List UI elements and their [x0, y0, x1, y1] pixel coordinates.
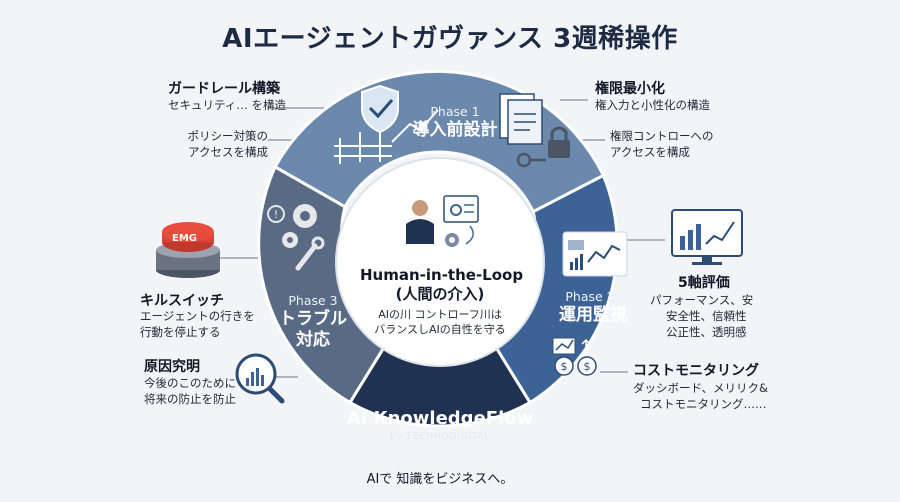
center-sub-line1: AIの川 コントローフ川は: [378, 308, 502, 321]
phase2-label: Phase 2: [565, 289, 615, 304]
page-title: AIエージェントガヴァンス 3週稀操作: [222, 24, 678, 54]
rootcause-title: 原因究明: [144, 359, 200, 375]
rootcause-line2: 将来の防止を防止: [144, 392, 236, 406]
access-line2: アクセスを構成: [610, 145, 690, 159]
killswitch-line1: エージェントの行きを: [140, 309, 255, 323]
guardrail-fence-icon: [334, 109, 439, 164]
axes-line2: 安全性、信頼性: [666, 309, 747, 323]
phase2-name: 運用監視: [559, 305, 627, 325]
phase3-name-line2: 対応: [296, 330, 330, 350]
brand-by: by TECHNODIGITAL: [390, 431, 490, 442]
svg-text:$: $: [584, 360, 591, 373]
axes-line1: パフォーマンス、安: [650, 293, 754, 307]
guardrail-title: ガードレール構築: [168, 81, 280, 97]
phase3-label: Phase 3: [288, 293, 338, 308]
guardrail-sub: セキュリティ… を構造: [168, 98, 286, 112]
gears-icon: [282, 204, 317, 248]
center-sub-line2: バランスしAIの自性を守る: [374, 323, 506, 336]
warning-icon: !: [267, 205, 285, 223]
wrench-icon: [295, 236, 325, 271]
killswitch-title: キルスイッチ: [140, 293, 224, 309]
axes-line3: 公正性、透明感: [666, 325, 747, 339]
center-circle: [335, 157, 545, 367]
brand-name: AI KnowledgeFlow: [346, 408, 534, 429]
policy-line2: アクセスを構成: [188, 145, 268, 159]
shield-check-icon: [361, 84, 399, 134]
emergency-stop-button-icon: [156, 222, 220, 278]
coins-icon: $ $: [552, 337, 597, 376]
center-title-line2: (人間の介入): [395, 285, 485, 303]
cost-title: コストモニタリング: [633, 363, 759, 379]
magnifier-icon: [235, 353, 285, 404]
policy-line1: ポリシー対策の: [187, 129, 269, 143]
emg-label: EMG: [172, 233, 197, 244]
phase1-name: 導入前設計: [412, 120, 498, 140]
center-title-line1: Human-in-the-Loop: [360, 266, 524, 284]
svg-text:!: !: [274, 208, 278, 221]
monitor-chart-icon: [671, 209, 743, 265]
cost-line1: ダッシボード、メリリク&: [633, 381, 769, 395]
privilege-sub: 権入力と小性化の構造: [595, 98, 710, 112]
rootcause-line1: 今後のこのために: [144, 376, 236, 390]
dashboard-icon: [562, 231, 628, 277]
phase3-name-line1: トラブル: [279, 309, 347, 329]
phase1-label: Phase 1: [430, 104, 480, 119]
document-lock-icon: [499, 93, 570, 168]
svg-text:$: $: [561, 360, 568, 373]
killswitch-line2: 行動を停止する: [140, 325, 221, 339]
cost-line2: コストモニタリング……: [640, 397, 767, 411]
footer-tagline: AIで 知識をビジネスへ。: [366, 472, 514, 487]
access-line1: 権限コントローへの: [610, 129, 714, 143]
privilege-title: 権限最小化: [595, 81, 665, 97]
human-operator-icon: [406, 195, 479, 247]
axes-title: 5軸評価: [678, 275, 730, 291]
